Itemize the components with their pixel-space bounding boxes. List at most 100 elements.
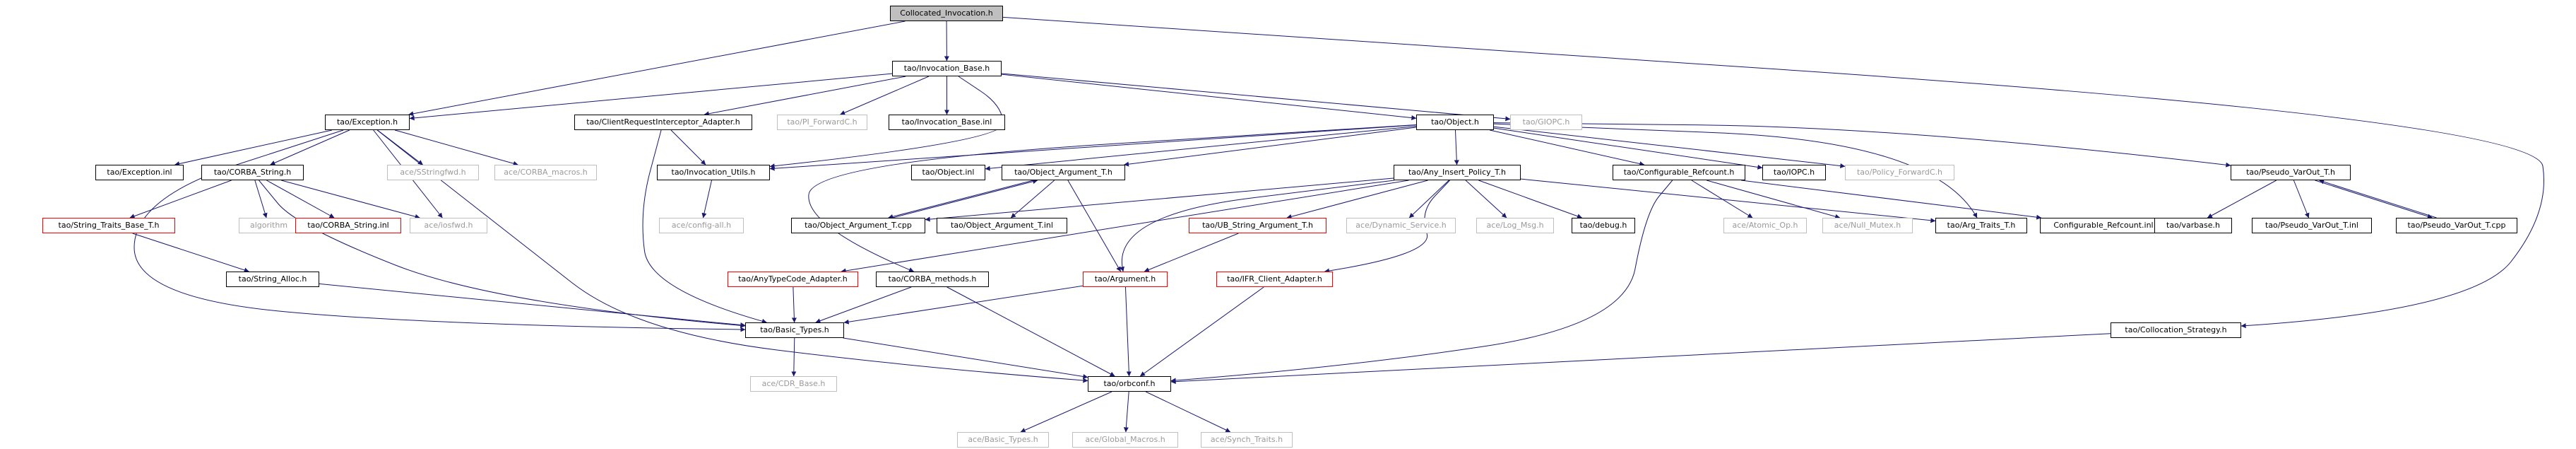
node-global-macros-h: ace/Global_Macros.h	[1072, 432, 1178, 448]
edge-collocated-invocation-h-to-collocation-strategy-h	[1002, 16, 2545, 329]
node-anytypecode-adapter-h[interactable]: tao/AnyTypeCode_Adapter.h	[728, 272, 858, 287]
edge-pseudo-varout-t-h-to-pseudo-varout-t-cpp	[2315, 180, 2433, 219]
node-string-traits-base-t-h[interactable]: tao/String_Traits_Base_T.h	[42, 218, 175, 233]
node-object-argument-t-h[interactable]: tao/Object_Argument_T.h	[1002, 165, 1125, 180]
edge-pseudo-varout-t-h-to-varbase-h	[2207, 180, 2277, 218]
edge-argument-h-to-orbconf-h	[1124, 286, 1132, 377]
node-debug-h[interactable]: tao/debug.h	[1572, 218, 1635, 233]
node-corba-string-h[interactable]: tao/CORBA_String.h	[201, 165, 304, 180]
edge-corba-string-h-to-string-traits-base-t-h	[129, 180, 232, 218]
edge-invocation-base-h-to-giopc-h	[1001, 73, 1511, 122]
node-corba-methods-h[interactable]: tao/CORBA_methods.h	[876, 272, 989, 287]
node-object-h[interactable]: tao/Object.h	[1416, 115, 1494, 130]
edge-invocation-base-h-to-client-request-interceptor-adapter-h	[704, 76, 906, 117]
edge-collocation-strategy-h-to-orbconf-h	[1170, 333, 2111, 385]
edge-configurable-refcount-h-to-null-mutex-h	[1707, 180, 1841, 219]
edge-orbconf-h-to-global-macros-h	[1123, 391, 1129, 433]
node-any-insert-policy-t-h[interactable]: tao/Any_Insert_Policy_T.h	[1394, 165, 1521, 180]
node-pseudo-varout-t-inl[interactable]: tao/Pseudo_VarOut_T.inl	[2252, 218, 2372, 233]
edge-invocation-base-h-to-object-h	[1001, 74, 1417, 120]
edge-exception-h-to-orbconf-h	[376, 129, 1088, 383]
edge-string-alloc-h-to-basic-types-h	[319, 283, 746, 328]
edge-invocation-utils-h-to-config-all-h	[701, 180, 712, 218]
edge-corba-string-h-to-corba-string-inl	[266, 180, 335, 218]
edge-pseudo-varout-t-h-to-pseudo-varout-t-inl	[2293, 180, 2310, 218]
edge-exception-h-to-corba-string-h	[270, 129, 350, 165]
node-ifr-client-adapter-h[interactable]: tao/IFR_Client_Adapter.h	[1216, 272, 1333, 287]
edge-corba-methods-h-to-orbconf-h	[946, 286, 1115, 377]
node-pseudo-varout-t-cpp[interactable]: tao/Pseudo_VarOut_T.cpp	[2396, 218, 2517, 233]
node-orbconf-h[interactable]: tao/orbconf.h	[1088, 376, 1171, 392]
node-object-inl[interactable]: tao/Object.inl	[911, 165, 985, 180]
edge-object-h-to-object-inl	[985, 125, 1417, 171]
edge-corba-string-h-to-algorithm	[254, 180, 268, 218]
edge-configurable-refcount-h-to-orbconf-h	[1170, 180, 1673, 383]
node-argument-h[interactable]: tao/Argument.h	[1083, 272, 1168, 287]
edge-invocation-base-h-to-exception-h	[409, 73, 893, 121]
node-arg-traits-t-h[interactable]: tao/Arg_Traits_T.h	[1935, 218, 2027, 233]
node-pi-forwardc-h: tao/PI_ForwardC.h	[777, 115, 867, 130]
node-invocation-base-h[interactable]: tao/Invocation_Base.h	[892, 61, 1002, 76]
node-ub-string-argument-t-h[interactable]: tao/UB_String_Argument_T.h	[1189, 218, 1326, 233]
edge-basic-types-h-to-orbconf-h	[843, 337, 1088, 379]
node-pseudo-varout-t-h[interactable]: tao/Pseudo_VarOut_T.h	[2231, 165, 2351, 180]
node-atomic-op-h: ace/Atomic_Op.h	[1723, 218, 1807, 233]
edge-string-traits-base-t-h-to-string-alloc-h	[132, 233, 249, 273]
node-configurable-refcount-h[interactable]: tao/Configurable_Refcount.h	[1613, 165, 1745, 180]
edge-configurable-refcount-h-to-configurable-refcount-inl	[1741, 180, 2042, 220]
edge-object-argument-t-cpp-to-object-argument-t-h	[892, 179, 1038, 218]
node-varbase-h[interactable]: tao/varbase.h	[2154, 218, 2232, 233]
edge-object-h-to-invocation-utils-h	[769, 124, 1417, 171]
node-object-argument-t-cpp[interactable]: tao/Object_Argument_T.cpp	[791, 218, 925, 233]
node-corba-string-inl[interactable]: tao/CORBA_String.inl	[295, 218, 401, 233]
edge-object-argument-t-h-to-object-argument-t-cpp	[888, 180, 1034, 219]
node-invocation-base-inl[interactable]: tao/Invocation_Base.inl	[889, 115, 1005, 130]
node-client-request-interceptor-adapter-h[interactable]: tao/ClientRequestInterceptor_Adapter.h	[574, 115, 752, 130]
node-configurable-refcount-inl[interactable]: Configurable_Refcount.inl	[2040, 218, 2167, 233]
edge-client-request-interceptor-adapter-h-to-invocation-utils-h	[670, 129, 706, 165]
edge-orbconf-h-to-synch-traits-h	[1145, 391, 1231, 433]
edge-any-insert-policy-t-h-to-arg-traits-t-h	[1520, 178, 1936, 223]
node-string-alloc-h[interactable]: tao/String_Alloc.h	[226, 272, 319, 287]
edge-corba-methods-h-to-basic-types-h	[815, 286, 912, 323]
node-object-argument-t-inl[interactable]: tao/Object_Argument_T.inl	[937, 218, 1067, 233]
edge-orbconf-h-to-ace-basic-types-h	[1020, 391, 1112, 433]
node-corba-macros-h: ace/CORBA_macros.h	[494, 165, 597, 180]
node-os-fwd-h: ace/iosfwd.h	[410, 218, 487, 233]
edge-object-h-to-policy-forwardc-h	[1493, 126, 1846, 168]
node-collocation-strategy-h[interactable]: tao/Collocation_Strategy.h	[2111, 322, 2241, 338]
edge-object-h-to-any-insert-policy-t-h	[1454, 129, 1459, 165]
edge-any-insert-policy-t-h-to-argument-h	[1120, 180, 1395, 272]
edge-pseudo-varout-t-cpp-to-pseudo-varout-t-h	[2319, 179, 2437, 218]
edge-invocation-base-h-to-pi-forwardc-h	[840, 76, 930, 115]
edge-object-h-to-configurable-refcount-h	[1490, 129, 1645, 166]
edge-corba-string-h-to-os-fwd-h	[281, 180, 420, 219]
edge-argument-h-to-basic-types-h	[843, 285, 1084, 325]
node-basic-types-h[interactable]: tao/Basic_Types.h	[745, 322, 844, 338]
node-ace-basic-types-h: ace/Basic_Types.h	[957, 432, 1049, 448]
node-exception-h[interactable]: tao/Exception.h	[325, 115, 410, 130]
edge-ub-string-argument-t-h-to-argument-h	[1144, 233, 1239, 272]
edge-object-h-to-iopc-h	[1493, 127, 1763, 170]
edge-any-insert-policy-t-h-to-ub-string-argument-t-h	[1286, 180, 1428, 219]
node-exception-inl[interactable]: tao/Exception.inl	[95, 165, 184, 180]
node-dynamic-service-h: ace/Dynamic_Service.h	[1346, 218, 1456, 233]
node-giopc-h: tao/GIOPC.h	[1510, 115, 1582, 130]
edge-exception-h-to-corba-macros-h	[394, 129, 518, 166]
node-algorithm: algorithm	[239, 218, 299, 233]
node-sstringfwd-h: ace/SStringfwd.h	[387, 165, 479, 180]
node-iopc-h[interactable]: tao/IOPC.h	[1762, 165, 1826, 180]
edge-exception-h-to-exception-inl	[174, 129, 333, 166]
node-null-mutex-h: ace/Null_Mutex.h	[1822, 218, 1913, 233]
edge-any-insert-policy-t-h-to-dynamic-service-h	[1408, 180, 1449, 218]
node-collocated-invocation-h[interactable]: Collocated_Invocation.h	[890, 6, 1003, 21]
edge-any-insert-policy-t-h-to-object-argument-t-cpp	[925, 177, 1394, 222]
node-cdr-base-h: ace/CDR_Base.h	[750, 376, 837, 392]
node-invocation-utils-h[interactable]: tao/Invocation_Utils.h	[657, 165, 770, 180]
node-config-all-h: ace/config-all.h	[659, 218, 744, 233]
edge-exception-h-to-basic-types-h	[133, 129, 746, 332]
node-log-msg-h: ace/Log_Msg.h	[1476, 218, 1554, 233]
edge-configurable-refcount-h-to-atomic-op-h	[1691, 180, 1753, 218]
edge-client-request-interceptor-adapter-h-to-basic-types-h	[642, 129, 767, 324]
